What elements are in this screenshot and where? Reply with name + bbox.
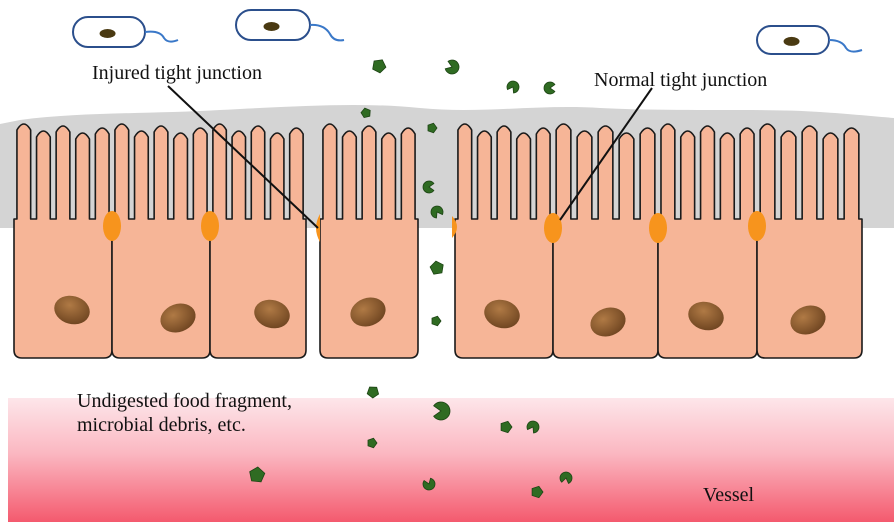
debris-particle-icon	[367, 387, 378, 398]
injured-tight-junction-label: Injured tight junction	[92, 61, 262, 85]
food-fragment-label: Undigested food fragment, microbial debr…	[77, 389, 292, 437]
debris-particle-icon	[432, 316, 441, 326]
normal-tight-junction	[544, 213, 562, 243]
normal-tight-junction	[201, 211, 219, 241]
bacterium-icon	[757, 26, 862, 54]
debris-particle-icon	[507, 81, 519, 93]
epithelial-cell	[14, 124, 112, 358]
epithelial-cell	[210, 124, 306, 358]
debris-particle-icon	[430, 261, 443, 274]
normal-tight-junction	[649, 213, 667, 243]
bacterium-icon	[236, 10, 344, 40]
normal-tight-junction	[103, 211, 121, 241]
debris-particle-icon	[373, 60, 386, 73]
bacterium-icon	[73, 17, 178, 47]
bacteria	[73, 10, 862, 54]
normal-tight-junction	[748, 211, 766, 241]
debris-particle-icon	[544, 82, 555, 94]
food-fragment-label-line1: Undigested food fragment,	[77, 389, 292, 413]
vessel-label: Vessel	[703, 483, 754, 507]
food-fragment-label-line2: microbial debris, etc.	[77, 413, 292, 437]
debris-particle-icon	[445, 60, 459, 74]
normal-tight-junction-label: Normal tight junction	[594, 68, 767, 92]
